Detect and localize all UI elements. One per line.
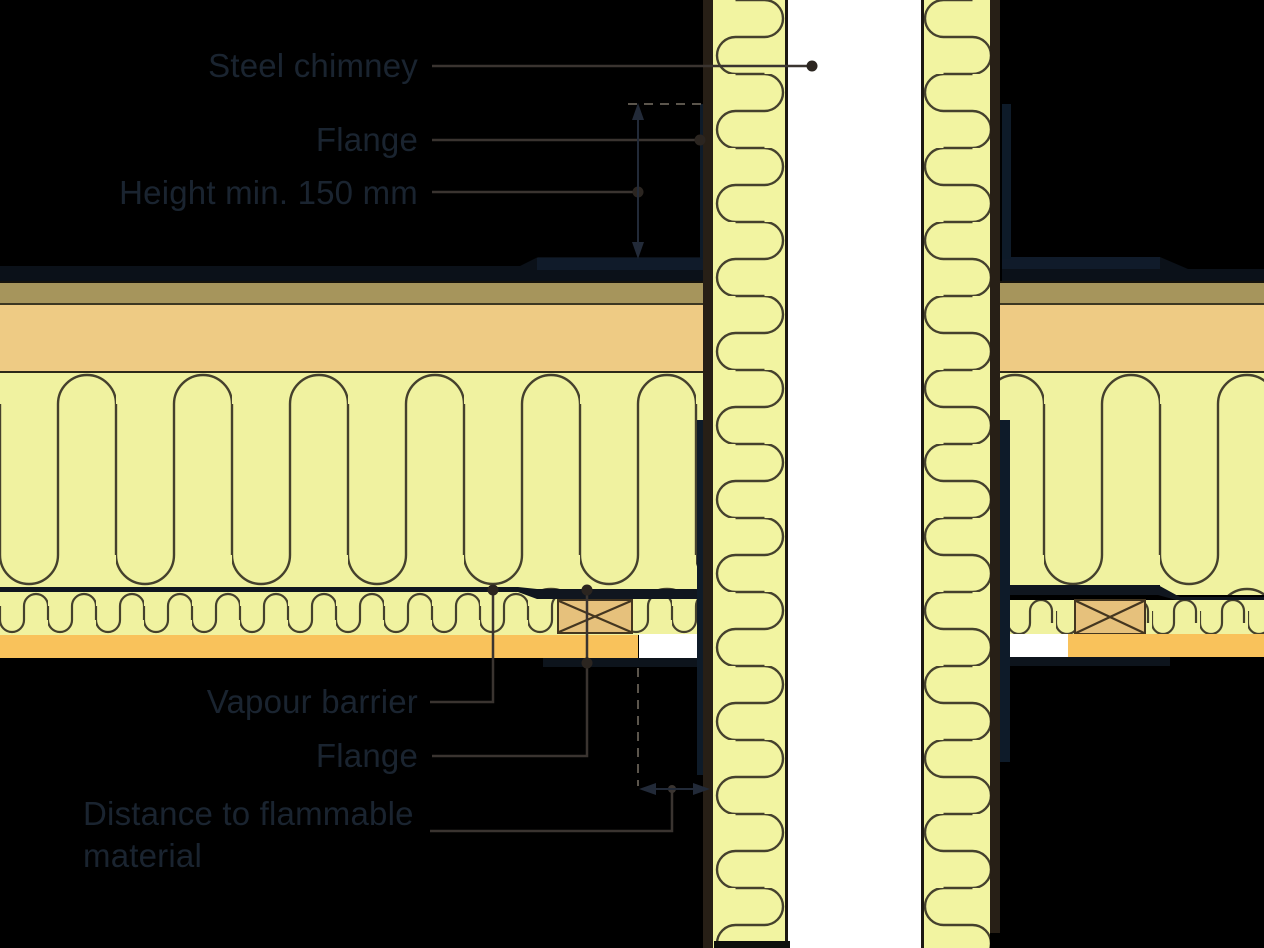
leader-distance xyxy=(430,789,674,833)
main-insulation-left-hatch xyxy=(0,373,708,592)
label-distance-line1: Distance to flammable xyxy=(83,795,414,832)
label-steel-chimney: Steel chimney xyxy=(208,47,418,84)
khaki-boarding-top-edge-left xyxy=(0,281,708,283)
distance-dimension-arrow-right xyxy=(693,783,710,795)
vapour-barrier-step-right xyxy=(1158,585,1180,601)
dimension-marks xyxy=(628,103,710,795)
khaki-boarding-top-edge-right xyxy=(998,281,1264,283)
chimney-outer-wall-left xyxy=(703,0,713,948)
chimney-inner-wall-right xyxy=(921,0,924,948)
roof-sheet-left xyxy=(0,257,708,282)
ceiling-board-orange-left xyxy=(0,635,638,658)
flange-plate-right xyxy=(1000,585,1160,595)
timber-blocking-left xyxy=(557,599,633,634)
khaki-boarding-right xyxy=(998,283,1264,303)
anchor-dot-flange-top xyxy=(694,134,706,146)
steel-chimney-assembly xyxy=(703,0,1000,948)
annotations xyxy=(430,60,818,833)
khaki-boarding-bottom-edge-right xyxy=(998,303,1264,305)
main-insulation-right-hatch xyxy=(998,373,1264,595)
label-distance-line2: material xyxy=(83,837,202,874)
anchor-dot-vapour-barrier xyxy=(487,584,499,596)
deck-board-bottom-edge-left xyxy=(0,371,708,374)
leader-vapour-barrier xyxy=(430,592,495,704)
anchor-dot-flange-under-plate xyxy=(581,657,593,669)
chimney-insulation-right-hatch xyxy=(924,0,990,948)
air-gap-white-right xyxy=(1000,634,1068,657)
label-distance-to-flammable: Distance to flammable material xyxy=(83,793,453,877)
chimney-insulation-left-hatch xyxy=(713,0,787,948)
right-roof-assembly xyxy=(998,104,1264,762)
flange-sleeve-lower-left xyxy=(697,420,708,775)
deck-board-bottom-edge-right xyxy=(998,371,1264,374)
label-vapour-barrier: Vapour barrier xyxy=(206,683,418,720)
khaki-boarding-left xyxy=(0,283,708,303)
chimney-outer-wall-right xyxy=(990,0,1000,933)
flange-top-plate-right xyxy=(1002,257,1160,269)
flange-top-plate-left xyxy=(537,258,708,270)
distance-dimension-arrow-left xyxy=(639,783,656,795)
flange-bottom-plate-left xyxy=(543,658,708,667)
flange-sleeve-upper-right xyxy=(1002,104,1011,259)
timber-blocking-right xyxy=(1074,599,1146,635)
vapour-barrier-and-flange-plate-left xyxy=(0,587,708,599)
anchor-dot-flange-bottom-plate xyxy=(581,584,593,596)
anchor-dot-steel-chimney xyxy=(806,60,818,72)
chimney-bottom-cap-left xyxy=(714,941,790,948)
air-gap-white-left xyxy=(639,634,697,658)
label-flange-bottom: Flange xyxy=(315,737,418,774)
height-dimension-arrow-down xyxy=(632,242,644,259)
deck-board-left xyxy=(0,305,708,371)
khaki-boarding-bottom-edge-left xyxy=(0,303,708,305)
height-dimension-arrow-up xyxy=(632,103,644,120)
flange-sleeve-lower-right xyxy=(1000,420,1010,762)
leader-flange-bottom xyxy=(432,592,589,758)
label-flange-top: Flange xyxy=(315,121,418,158)
ceiling-board-orange-right xyxy=(1068,634,1264,657)
chimney-inner-wall-left xyxy=(785,0,788,948)
flange-bottom-plate-right xyxy=(1000,657,1170,666)
chimney-flue-gap xyxy=(788,0,921,948)
deck-board-right xyxy=(998,305,1264,371)
vapour-barrier-line-right xyxy=(1178,597,1264,601)
label-height-min: Height min. 150 mm xyxy=(119,174,418,211)
